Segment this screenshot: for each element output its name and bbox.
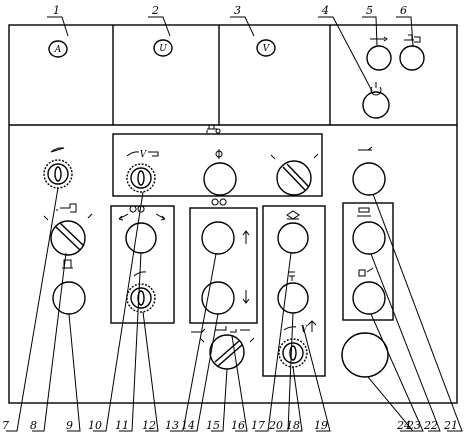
rotary-switch-box-tick-left bbox=[270, 154, 276, 160]
button-11[interactable] bbox=[125, 222, 157, 254]
label-23: 23 bbox=[406, 419, 421, 432]
button-14-down[interactable] bbox=[201, 281, 235, 315]
voltmeter-v-label: V bbox=[263, 44, 271, 54]
button-5[interactable] bbox=[366, 45, 392, 71]
label-7: 7 bbox=[2, 419, 9, 432]
button-22[interactable] bbox=[352, 221, 386, 255]
label-5: 5 bbox=[366, 4, 373, 17]
button-23[interactable] bbox=[352, 281, 386, 315]
knob-10-v-label: V bbox=[140, 150, 148, 160]
selector-knob-18[interactable] bbox=[278, 338, 308, 368]
power-icon bbox=[370, 82, 382, 96]
label-2: 2 bbox=[151, 4, 159, 17]
knob-10-symbol bbox=[126, 151, 159, 157]
switch-15-16-symbol bbox=[191, 326, 250, 333]
switch-8-tick-right bbox=[87, 213, 93, 219]
button-5-symbol bbox=[370, 36, 388, 42]
label-12: 12 bbox=[142, 419, 156, 432]
label-21: 21 bbox=[443, 419, 458, 432]
label-9: 9 bbox=[66, 419, 73, 432]
button-21-symbol bbox=[358, 146, 373, 151]
label-16: 16 bbox=[231, 419, 245, 432]
label-19: 19 bbox=[314, 419, 328, 432]
up-arrow-icon bbox=[242, 230, 250, 244]
voltmeter-v-gauge bbox=[256, 39, 276, 57]
box-22-23-top-symbol bbox=[357, 207, 371, 217]
button-17[interactable] bbox=[277, 222, 309, 254]
switch-8-tick-left bbox=[43, 215, 49, 221]
label-6: 6 bbox=[400, 4, 407, 17]
label-22: 22 bbox=[423, 419, 438, 432]
button-17-symbol bbox=[286, 210, 300, 220]
phase-symbol bbox=[215, 149, 223, 159]
label-20: 20 bbox=[268, 419, 283, 432]
power-button[interactable] bbox=[362, 91, 390, 119]
button-13-up[interactable] bbox=[201, 221, 235, 255]
button-20-symbol bbox=[289, 271, 295, 281]
bottom-leader-lines bbox=[6, 187, 463, 432]
top-leader-lines bbox=[47, 16, 414, 92]
ammeter-gauge bbox=[48, 40, 68, 58]
control-box-17-19 bbox=[262, 205, 326, 377]
switch-8-under-symbol bbox=[62, 259, 73, 269]
ammeter-label: A bbox=[54, 45, 62, 55]
label-4: 4 bbox=[321, 4, 329, 17]
control-box-22-23 bbox=[342, 202, 394, 321]
group-box-symbol bbox=[206, 125, 221, 134]
label-10: 10 bbox=[88, 419, 102, 432]
box-13-14-symbol bbox=[211, 198, 227, 206]
knob-18-v-label: V bbox=[301, 325, 309, 335]
rotary-switch-box[interactable] bbox=[276, 160, 312, 196]
knob-7-symbol bbox=[50, 147, 65, 153]
label-17: 17 bbox=[251, 419, 265, 432]
button-phase[interactable] bbox=[203, 162, 237, 196]
label-15: 15 bbox=[206, 419, 220, 432]
button-21[interactable] bbox=[352, 162, 386, 196]
label-13: 13 bbox=[165, 419, 179, 432]
panel-outline bbox=[8, 24, 458, 404]
control-box-13-14 bbox=[189, 207, 258, 324]
voltmeter-u-gauge bbox=[153, 39, 173, 57]
button-22-symbol bbox=[358, 267, 374, 277]
knob-18-symbol bbox=[283, 320, 317, 332]
selector-knob-7[interactable] bbox=[43, 159, 73, 189]
label-8: 8 bbox=[30, 419, 37, 432]
switch-8-symbol bbox=[56, 203, 77, 213]
button-24[interactable] bbox=[341, 332, 389, 378]
label-1: 1 bbox=[53, 4, 60, 17]
switch-15-16-tick-right bbox=[249, 337, 255, 343]
selector-knob-10[interactable] bbox=[126, 163, 156, 193]
label-14: 14 bbox=[181, 419, 195, 432]
button-9[interactable] bbox=[52, 281, 86, 315]
voltmeter-u-label: U bbox=[159, 44, 167, 54]
button-11-symbol bbox=[118, 205, 166, 221]
selector-knob-12[interactable] bbox=[126, 283, 156, 313]
rotary-switch-8[interactable] bbox=[50, 220, 86, 256]
label-11: 11 bbox=[115, 419, 129, 432]
button-20[interactable] bbox=[277, 282, 309, 314]
rotary-switch-15-16[interactable] bbox=[209, 334, 245, 370]
label-3: 3 bbox=[234, 4, 241, 17]
label-18: 18 bbox=[286, 419, 300, 432]
down-arrow-icon bbox=[242, 290, 250, 304]
control-group-box bbox=[112, 133, 323, 197]
rotary-switch-box-tick-right bbox=[313, 153, 319, 159]
button-6[interactable] bbox=[399, 45, 425, 71]
label-24: 24 bbox=[396, 419, 411, 432]
